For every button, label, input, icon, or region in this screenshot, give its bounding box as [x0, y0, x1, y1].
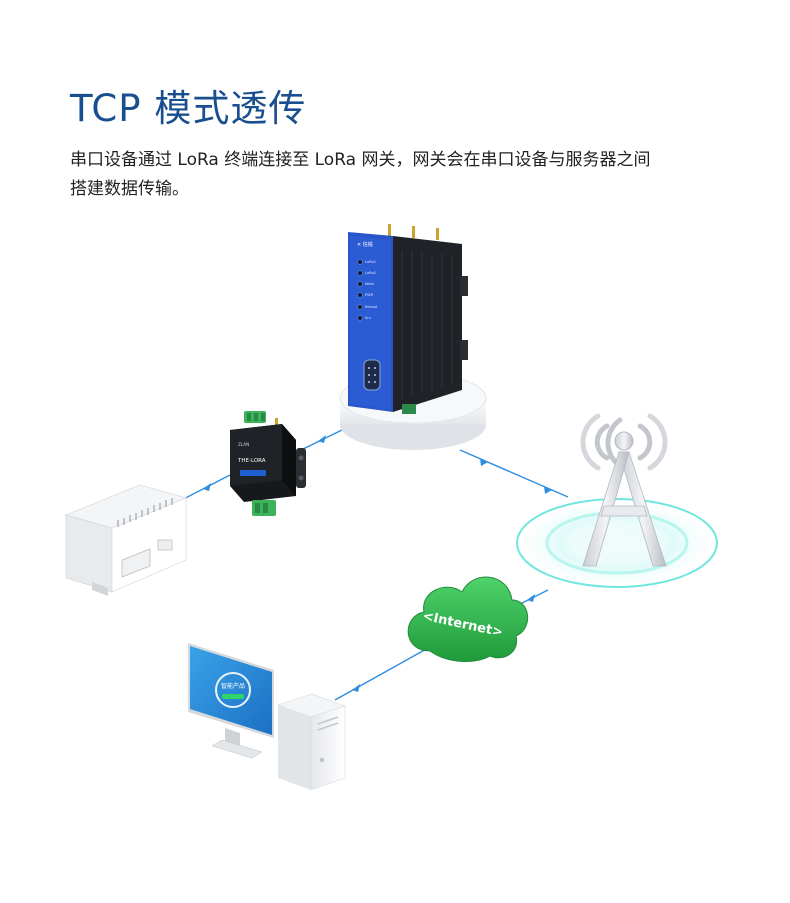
arrow-icon [480, 458, 488, 466]
arrow-icon [352, 684, 360, 692]
arrow-icon [527, 594, 535, 602]
link-cloud-computer [334, 647, 429, 701]
svg-text:THE-LORA: THE-LORA [237, 458, 266, 464]
arrow-icon [318, 435, 326, 443]
description-line-2: 搭建数据传输。 [70, 179, 189, 199]
svg-text:✕ 信锐: ✕ 信锐 [357, 241, 373, 248]
svg-text:Reload: Reload [365, 305, 377, 309]
serial-device-icon [64, 484, 188, 596]
svg-text:LoRa2: LoRa2 [365, 271, 376, 275]
arrow-icon [544, 486, 552, 494]
lora-terminal-icon: ZLAN THE-LORA [230, 411, 306, 516]
description-line-1: 串口设备通过 LoRa 终端连接至 LoRa 网关，网关会在串口设备与服务器之间 [70, 150, 651, 170]
description: 串口设备通过 LoRa 终端连接至 LoRa 网关，网关会在串口设备与服务器之间… [70, 146, 760, 204]
page-title: TCP 模式透传 [70, 87, 307, 130]
cell-tower-icon [513, 413, 721, 590]
svg-text:ZLAN: ZLAN [238, 442, 249, 447]
svg-text:LoRa1: LoRa1 [365, 260, 376, 264]
internet-cloud-icon: <Internet> [407, 576, 529, 662]
arrow-icon [203, 483, 211, 491]
svg-text:Work: Work [365, 282, 375, 286]
svg-text:PWR: PWR [365, 293, 374, 297]
svg-text:智能产品: 智能产品 [221, 682, 245, 690]
server-computer-icon: 智能产品 [188, 643, 346, 791]
svg-text:Srv: Srv [365, 316, 372, 320]
